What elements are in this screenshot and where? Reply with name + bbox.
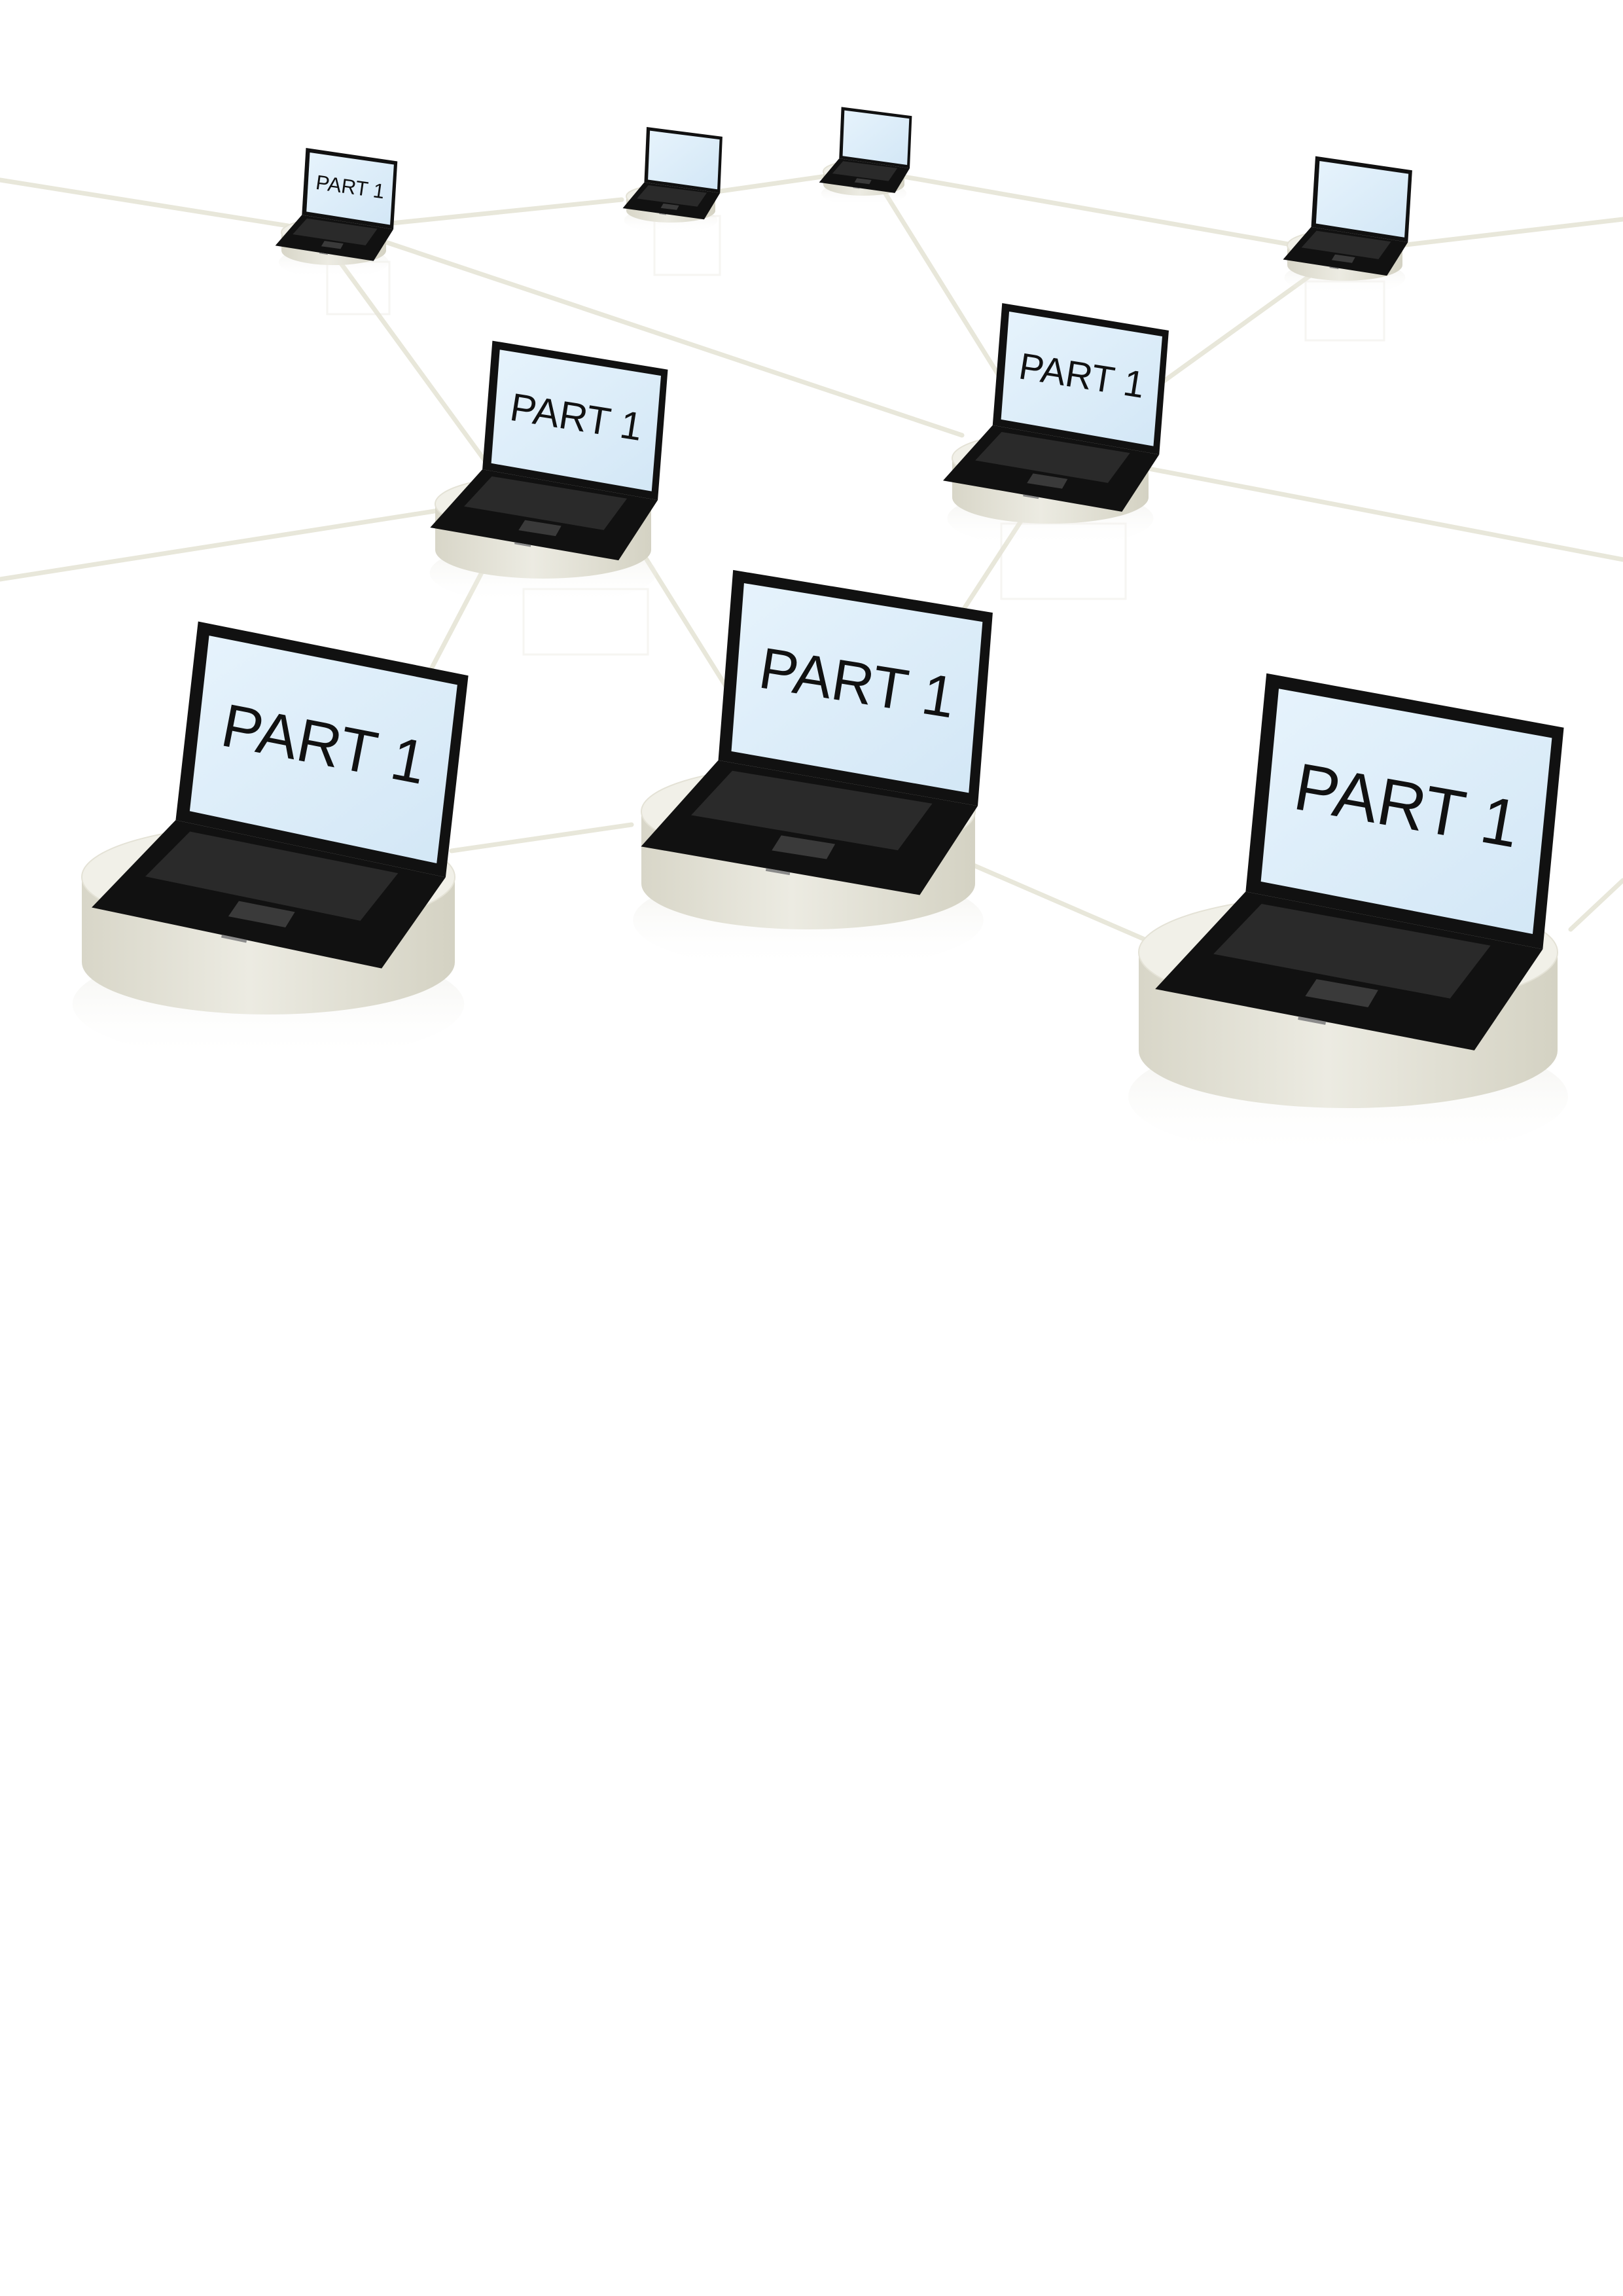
laptop-icon: PART 1	[430, 340, 668, 561]
laptop-screen	[842, 110, 910, 165]
laptop-trackpad	[321, 241, 344, 249]
laptop-trackpad	[772, 835, 836, 859]
network-node: PART 1	[633, 569, 993, 971]
network-node: PART 1	[429, 340, 668, 605]
laptop-icon: PART 1	[1155, 673, 1564, 1050]
laptop-screen	[306, 152, 394, 225]
laptop-icon	[622, 126, 722, 220]
network-cable	[449, 822, 634, 853]
laptop-icon: PART 1	[641, 569, 993, 895]
laptop-trackpad	[518, 520, 562, 537]
laptop-indicator	[659, 213, 667, 215]
network-node	[819, 107, 912, 206]
laptop-screen	[1001, 312, 1162, 446]
laptop-keyboard	[1301, 230, 1391, 260]
network-node	[622, 126, 722, 234]
laptop-trackpad	[660, 203, 679, 210]
network-node: PART 1	[942, 303, 1169, 547]
laptop-icon	[1283, 156, 1412, 276]
network-cable	[1398, 217, 1623, 248]
network-cable	[894, 173, 1298, 248]
laptop-indicator	[221, 934, 247, 943]
laptop-screen	[1315, 160, 1409, 238]
laptop-keyboard	[832, 161, 898, 181]
network-cable	[704, 173, 834, 196]
network-cable	[0, 177, 291, 228]
network-cable	[1143, 465, 1623, 562]
laptop-screen	[189, 636, 457, 863]
laptop-indicator	[514, 542, 531, 547]
laptop-trackpad	[1331, 254, 1355, 263]
laptop-screen	[491, 350, 661, 492]
network-node: PART 1	[72, 621, 469, 1062]
laptop-indicator	[1329, 266, 1339, 270]
laptop-keyboard	[1213, 904, 1491, 999]
laptop-keyboard	[975, 431, 1130, 483]
laptop-trackpad	[1305, 978, 1378, 1007]
laptop-screen	[1260, 689, 1552, 935]
laptop-trackpad	[228, 901, 295, 928]
network-node: PART 1	[1128, 673, 1568, 1160]
network-cable	[364, 197, 624, 228]
laptop-screen	[731, 583, 983, 793]
laptop-trackpad	[854, 178, 872, 185]
network-cable	[364, 233, 965, 438]
network-cable	[874, 177, 1020, 408]
laptop-indicator	[1298, 1016, 1327, 1025]
network-node: PART 1	[275, 148, 398, 278]
laptop-icon: PART 1	[275, 148, 398, 261]
laptop-icon: PART 1	[942, 303, 1169, 512]
network-cable	[1568, 878, 1623, 932]
laptop-keyboard	[691, 770, 933, 851]
network-cable	[0, 508, 441, 582]
laptop-indicator	[765, 868, 791, 876]
laptop-screen	[648, 130, 720, 190]
laptop-icon	[819, 107, 912, 193]
laptop-keyboard	[637, 185, 707, 207]
laptop-keyboard	[464, 476, 628, 530]
network-node	[1283, 156, 1412, 295]
network-cable	[953, 855, 1154, 945]
laptop-indicator	[1023, 494, 1039, 499]
laptop-keyboard	[145, 831, 399, 921]
laptop-icon: PART 1	[92, 621, 469, 969]
laptop-trackpad	[1027, 473, 1068, 489]
laptop-indicator	[319, 252, 328, 255]
laptop-keyboard	[293, 218, 378, 245]
